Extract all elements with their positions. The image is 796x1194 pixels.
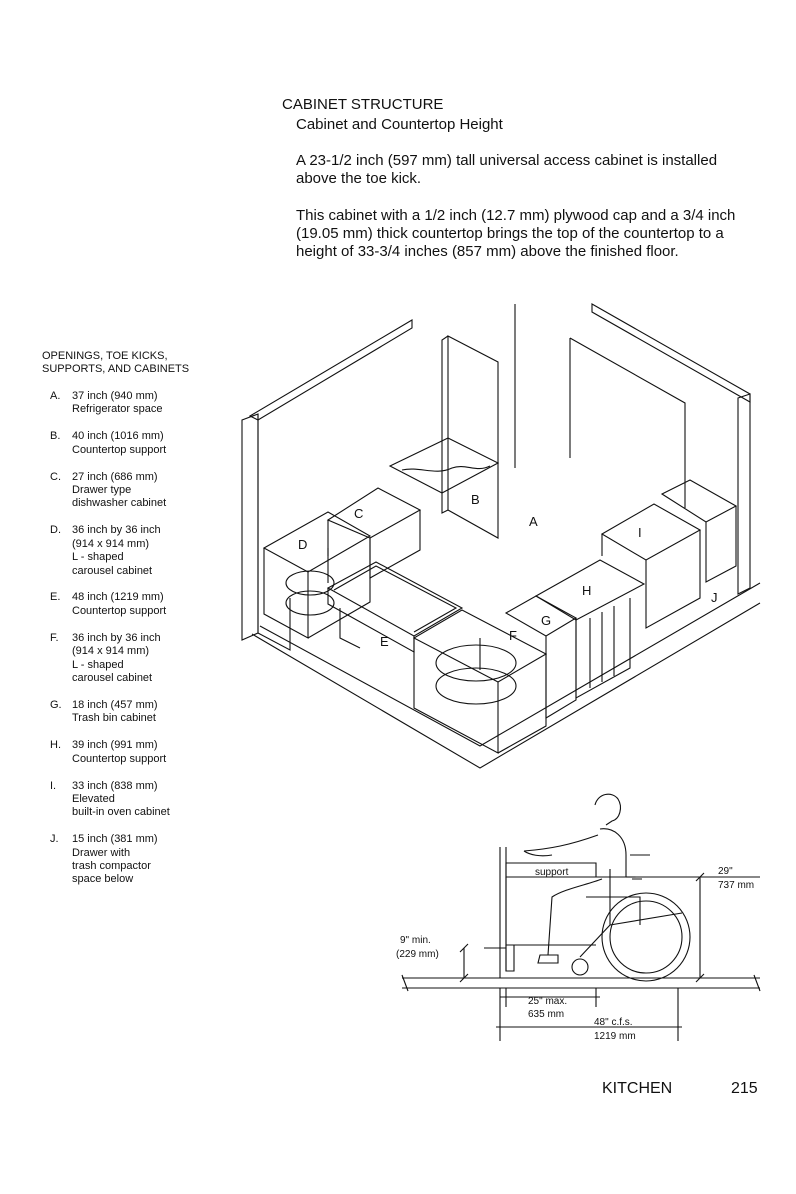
legend-line: Countertop support	[72, 752, 167, 765]
support-label: support	[535, 867, 569, 878]
countertop-support-e	[326, 561, 464, 653]
footer-section-title: KITCHEN	[602, 1080, 673, 1097]
toe-kick-dimension	[459, 943, 469, 983]
legend-line: 37 inch (940 mm)	[72, 390, 158, 402]
legend-letter: F.	[50, 631, 59, 644]
floor-line	[401, 974, 761, 992]
toe-mm-label: (229 mm)	[396, 949, 439, 960]
clear-mm-label: 1219 mm	[594, 1031, 636, 1042]
wheelchair-user-figure	[523, 793, 691, 982]
countertop-support-h	[534, 559, 646, 699]
toe-in-label: 9" min.	[400, 935, 431, 946]
legend-line: space below	[72, 873, 134, 886]
legend-line: Elevated	[72, 792, 115, 805]
depth-mm-label: 635 mm	[528, 1009, 564, 1020]
legend-line: (914 x 914 mm)	[72, 645, 150, 658]
legend-line: L - shaped	[72, 551, 124, 564]
paragraph-cabinet-height: A 23-1/2 inch (597 mm) tall universal ac…	[296, 152, 718, 187]
legend-line: 15 inch (381 mm)	[72, 833, 158, 846]
height-dimension	[596, 872, 760, 983]
section-subtitle: Cabinet and Countertop Height	[296, 116, 503, 133]
legend-letter: I.	[50, 779, 57, 792]
legend-line: 27 inch (686 mm)	[72, 470, 158, 483]
plan-label-b: B	[471, 492, 480, 507]
legend-line: built-in oven cabinet	[72, 806, 170, 819]
legend-item-b: B. 40 inch (1016 mm)Countertop support	[42, 430, 242, 457]
plan-label-h: H	[582, 583, 591, 598]
legend-line: 48 inch (1219 mm)	[72, 591, 164, 604]
oven-cabinet-i	[600, 503, 702, 629]
legend-line: carousel cabinet	[72, 564, 153, 577]
plan-label-f: F	[509, 628, 517, 643]
legend-title-line: OPENINGS, TOE KICKS,	[42, 350, 168, 362]
clear-in-label: 48" c.f.s.	[594, 1017, 633, 1028]
carousel-cabinet-d	[262, 511, 372, 639]
legend-list: A. 37 inch (940 mm)Refrigerator space B. 4…	[42, 390, 242, 900]
carousel-cabinet-f	[412, 609, 548, 754]
legend-letter: C.	[50, 470, 61, 483]
isometric-kitchen-drawing: A B C D E F G H I J	[241, 303, 761, 769]
legend-line: 36 inch by 36 inch	[72, 631, 161, 644]
depth-in-label: 25" max.	[528, 996, 567, 1007]
legend-line: 36 inch by 36 inch	[72, 524, 161, 537]
paragraph-countertop-height: This cabinet with a 1/2 inch (12.7 mm) p…	[296, 207, 736, 260]
legend-item-f: F. 36 inch by 36 inch(914 x 914 mm)L - sh…	[42, 632, 242, 686]
wheelchair-section-drawing: support 29" 737 mm 9" min. (229 mm) 25" …	[396, 793, 761, 1042]
legend-letter: D.	[50, 524, 61, 537]
height-mm-label: 737 mm	[718, 880, 754, 891]
legend-line: Trash bin cabinet	[72, 712, 156, 725]
plan-label-c: C	[354, 506, 363, 521]
height-in-label: 29"	[718, 866, 733, 877]
compactor-cabinet-j	[660, 479, 738, 583]
legend-line: 18 inch (457 mm)	[72, 698, 158, 711]
legend-item-a: A. 37 inch (940 mm)Refrigerator space	[42, 390, 242, 417]
legend-line: Drawer type	[72, 484, 132, 497]
legend-item-e: E. 48 inch (1219 mm)Countertop support	[42, 591, 242, 618]
plan-label-a: A	[529, 514, 538, 529]
legend-line: 39 inch (991 mm)	[72, 739, 158, 752]
legend-letter: A.	[50, 390, 61, 402]
page-number: 215	[731, 1080, 758, 1097]
section-title: CABINET STRUCTURE	[282, 96, 444, 113]
legend-item-d: D. 36 inch by 36 inch(914 x 914 mm)L - sh…	[42, 524, 242, 578]
plan-label-j: J	[711, 590, 718, 605]
plan-label-i: I	[638, 525, 642, 540]
legend-line: 40 inch (1016 mm)	[72, 430, 164, 443]
cabinet-c	[326, 487, 422, 579]
legend-line: trash compactor	[72, 860, 151, 873]
plan-label-d: D	[298, 537, 307, 552]
legend-item-g: G. 18 inch (457 mm)Trash bin cabinet	[42, 699, 242, 726]
wall-outline	[241, 303, 761, 769]
legend-line: L - shaped	[72, 658, 124, 671]
plan-label-g: G	[541, 613, 551, 628]
legend-item-h: H. 39 inch (991 mm)Countertop support	[42, 739, 242, 766]
legend-title: OPENINGS, TOE KICKS, SUPPORTS, AND CABIN…	[42, 350, 242, 376]
plan-label-e: E	[380, 634, 389, 649]
legend-line: Countertop support	[72, 443, 167, 456]
legend-title-line: SUPPORTS, AND CABINETS	[42, 363, 190, 375]
legend-line: Drawer with	[72, 846, 131, 859]
depth-dimension	[500, 988, 600, 1007]
legend-letter: H.	[50, 739, 61, 752]
legend-letter: G.	[50, 698, 62, 711]
legend-line: 33 inch (838 mm)	[72, 779, 158, 792]
legend-line: carousel cabinet	[72, 672, 153, 684]
legend-line: dishwasher cabinet	[72, 497, 167, 510]
legend-line: Refrigerator space	[72, 403, 163, 416]
legend-letter: B.	[50, 430, 61, 443]
countertop-support-b	[388, 335, 500, 539]
legend-line: Countertop support	[72, 604, 167, 617]
legend-line: (914 x 914 mm)	[72, 537, 150, 550]
legend-letter: E.	[50, 591, 61, 604]
clear-floor-dimension	[496, 988, 682, 1041]
legend-letter: J.	[50, 833, 59, 846]
